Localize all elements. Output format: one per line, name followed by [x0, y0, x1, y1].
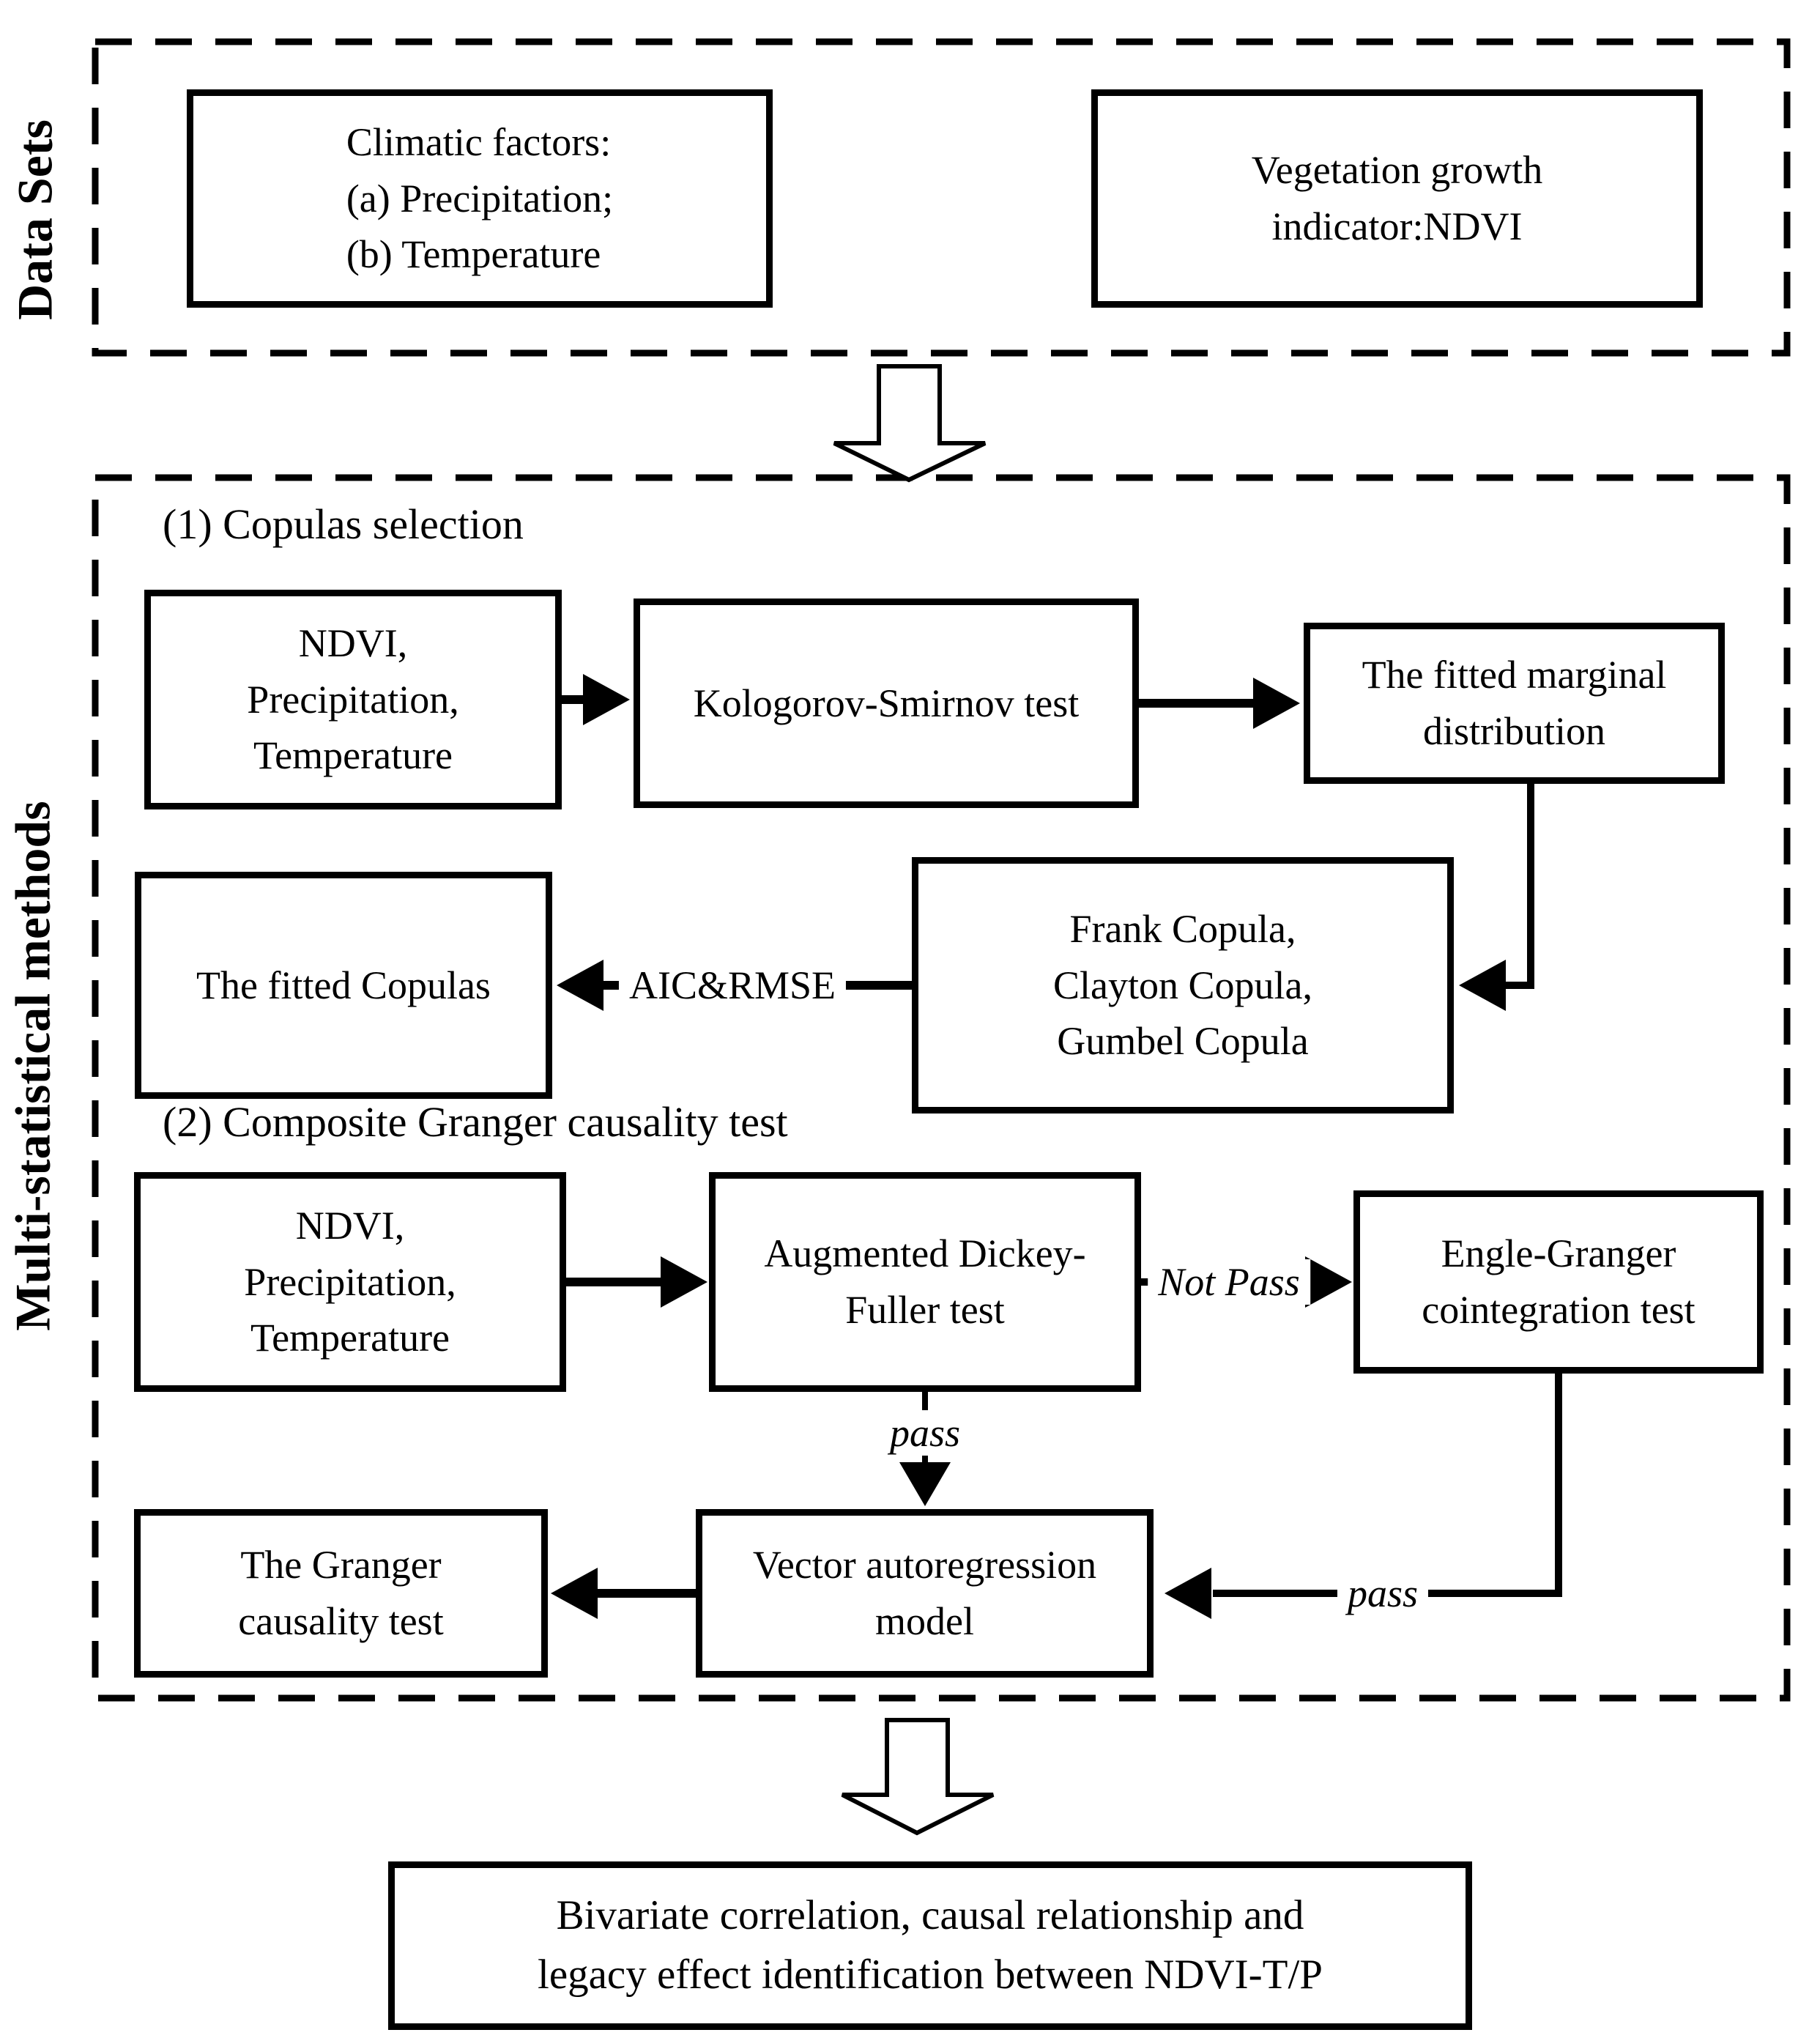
- edge-label-not-pass: Not Pass: [1148, 1259, 1310, 1305]
- box-line: Temperature: [253, 733, 453, 778]
- box-line: Vector autoregression: [752, 1543, 1097, 1587]
- box-line: (b) Temperature: [346, 232, 601, 277]
- box-line: Vegetation growth: [1251, 148, 1543, 193]
- arrowhead-icon: [583, 674, 630, 725]
- box-line: cointegration test: [1422, 1288, 1695, 1332]
- data-sets-frame: [92, 38, 1791, 357]
- step2-title: (2) Composite Granger causality test: [163, 1098, 788, 1146]
- box-line: Temperature: [250, 1316, 450, 1360]
- box-line: Precipitation,: [244, 1259, 456, 1304]
- box-line: Bivariate correlation, causal relationsh…: [556, 1892, 1304, 1939]
- block-arrow-down-icon: [841, 1718, 995, 1836]
- arrowhead-icon: [557, 960, 603, 1011]
- box-line: Precipitation,: [247, 677, 459, 722]
- arrowhead-icon: [1305, 1256, 1352, 1308]
- arrowhead-icon: [661, 1256, 707, 1308]
- box-line: Gumbel Copula: [1057, 1019, 1309, 1064]
- arrowhead-icon: [1459, 960, 1506, 1011]
- box-copula-candidates: Frank Copula, Clayton Copula, Gumbel Cop…: [912, 857, 1454, 1114]
- box-var-model: Vector autoregression model: [696, 1509, 1154, 1678]
- box-line: Clayton Copula,: [1053, 963, 1312, 1007]
- box-line: The Granger: [240, 1543, 442, 1587]
- box-eg-cointegration: Engle-Granger cointegration test: [1353, 1190, 1764, 1374]
- box-line: distribution: [1422, 709, 1605, 753]
- block-arrow-down-icon: [833, 364, 987, 483]
- box-line: The fitted marginal: [1362, 653, 1667, 697]
- arrowhead-icon: [899, 1462, 951, 1506]
- box-outcome: Bivariate correlation, causal relationsh…: [388, 1861, 1472, 2030]
- box-line: legacy effect identification between NDV…: [537, 1952, 1323, 1998]
- edge-label-pass-adf: pass: [879, 1410, 971, 1456]
- box-line: indicator:NDVI: [1271, 204, 1523, 248]
- box-ks-test: Kologorov-Smirnov test: [634, 599, 1139, 808]
- box-line: The fitted Copulas: [196, 963, 491, 1007]
- box-inputs-granger: NDVI, Precipitation, Temperature: [134, 1172, 566, 1392]
- box-line: model: [875, 1599, 974, 1643]
- arrowhead-icon: [551, 1568, 598, 1619]
- box-line: Kologorov-Smirnov test: [693, 681, 1080, 725]
- box-vegetation-ndvi: Vegetation growth indicator:NDVI: [1091, 89, 1703, 308]
- box-line: Augmented Dickey-: [764, 1231, 1086, 1276]
- box-line: causality test: [238, 1599, 444, 1643]
- box-line: NDVI,: [295, 1203, 405, 1248]
- step1-title: (1) Copulas selection: [163, 500, 524, 548]
- box-line: (a) Precipitation;: [346, 176, 614, 221]
- box-line: Frank Copula,: [1069, 906, 1296, 951]
- methods-frame: [92, 474, 1791, 1702]
- box-line: Fuller test: [845, 1288, 1005, 1332]
- section-label-methods: Multi-statistical methods: [4, 801, 61, 1331]
- box-line: NDVI,: [298, 620, 408, 665]
- connector-eg-var: [1213, 1374, 1562, 1597]
- box-fitted-marginal: The fitted marginal distribution: [1304, 623, 1725, 784]
- box-adf-test: Augmented Dickey- Fuller test: [709, 1172, 1141, 1392]
- edge-label-aic-rmse: AIC&RMSE: [618, 963, 847, 1008]
- section-label-data-sets: Data Sets: [7, 119, 63, 320]
- arrowhead-icon: [1165, 1568, 1211, 1619]
- box-granger-test: The Granger causality test: [134, 1509, 548, 1678]
- box-inputs-copulas: NDVI, Precipitation, Temperature: [144, 590, 562, 809]
- box-fitted-copulas: The fitted Copulas: [135, 872, 552, 1099]
- box-climatic-factors: Climatic factors: (a) Precipitation; (b)…: [187, 89, 773, 308]
- edge-label-pass-eg: pass: [1337, 1571, 1429, 1616]
- box-line: Climatic factors:: [346, 119, 612, 164]
- box-line: Engle-Granger: [1441, 1231, 1676, 1276]
- connector-marginal-copulas: [1506, 784, 1534, 989]
- arrowhead-icon: [1253, 678, 1300, 729]
